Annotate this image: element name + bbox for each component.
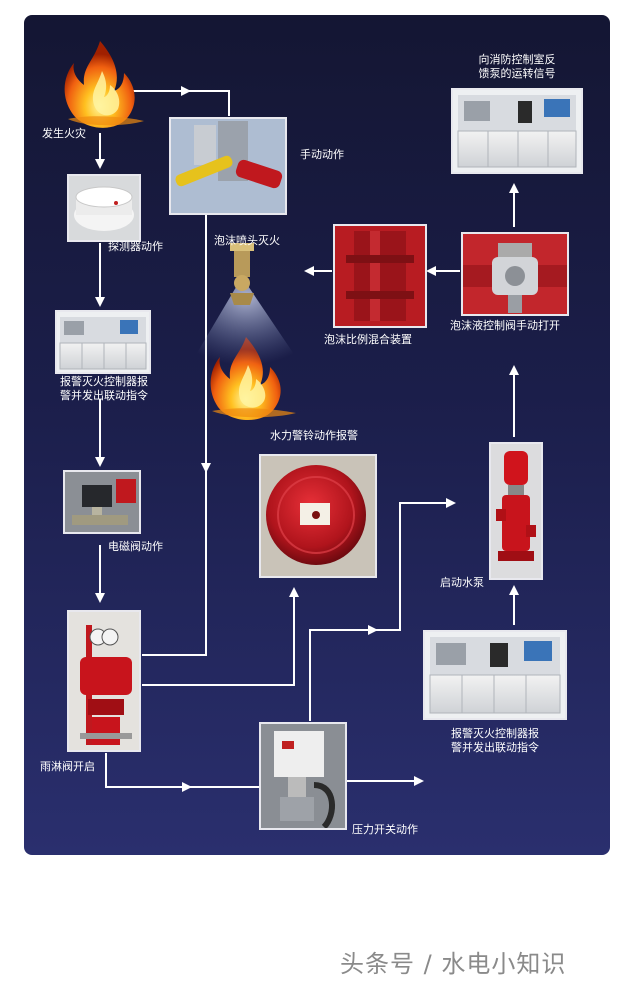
fire-icon xyxy=(64,41,144,128)
flow-diagram-panel: 发生火灾 探测器动作 报警灭火控制器报 警并发出联动指令 电磁阀动作 雨淋阀开启… xyxy=(24,15,610,855)
foam-control-valve-icon xyxy=(462,243,568,313)
line-to-pump xyxy=(376,502,444,631)
pressure-switch-icon xyxy=(274,731,336,830)
line-to-manual xyxy=(189,90,230,116)
control-cabinet-icon xyxy=(59,317,147,370)
label-pressure: 压力开关动作 xyxy=(352,823,418,836)
label-controller-1-line1: 报警灭火控制器报 xyxy=(60,375,148,388)
line-manual-to-deluge xyxy=(142,471,207,656)
alarm-bell-icon xyxy=(266,465,366,565)
line-deluge-to-pressure xyxy=(105,753,184,788)
label-feedback-line2: 馈泵的运转信号 xyxy=(478,67,556,80)
label-pump: 启动水泵 xyxy=(440,576,484,589)
label-detector: 探测器动作 xyxy=(108,240,163,253)
label-bell: 水力警铃动作报警 xyxy=(270,429,358,442)
fire-icon xyxy=(210,337,296,421)
watermark-text: 头条号 / 水电小知识 xyxy=(340,950,567,978)
line-pressure-up xyxy=(309,629,374,721)
label-controller-2-line1: 报警灭火控制器报 xyxy=(451,727,539,740)
label-controller-1: 报警灭火控制器报 警并发出联动指令 xyxy=(52,375,156,403)
foam-proportioner-icon xyxy=(346,231,414,321)
label-controller-1-line2: 警并发出联动指令 xyxy=(60,389,148,402)
smoke-detector-icon xyxy=(74,186,134,231)
water-pump-icon xyxy=(496,451,536,561)
control-console-icon xyxy=(457,95,577,168)
label-solenoid: 电磁阀动作 xyxy=(108,540,163,553)
line-deluge-to-bell xyxy=(142,600,295,686)
label-controller-2: 报警灭火控制器报 警并发出联动指令 xyxy=(440,727,550,755)
deluge-valve-icon xyxy=(80,625,132,745)
label-foam-valve: 泡沫液控制阀手动打开 xyxy=(450,319,560,332)
label-feedback-line1: 向消防控制室反 xyxy=(478,53,556,66)
flow-arrows xyxy=(55,41,583,830)
label-proportioner: 泡沫比例混合装置 xyxy=(324,333,412,346)
label-deluge: 雨淋阀开启 xyxy=(40,760,95,773)
label-foam-spray: 泡沫喷头灭火 xyxy=(214,234,280,247)
manual-valve-icon xyxy=(175,121,283,189)
foam-sprinkler-icon xyxy=(184,243,308,375)
solenoid-valve-icon xyxy=(72,479,136,525)
label-feedback: 向消防控制室反 馈泵的运转信号 xyxy=(454,53,580,81)
control-cabinet-icon xyxy=(429,637,561,714)
label-fire: 发生火灾 xyxy=(42,127,86,140)
label-controller-2-line2: 警并发出联动指令 xyxy=(451,741,539,754)
label-manual: 手动动作 xyxy=(300,148,344,161)
